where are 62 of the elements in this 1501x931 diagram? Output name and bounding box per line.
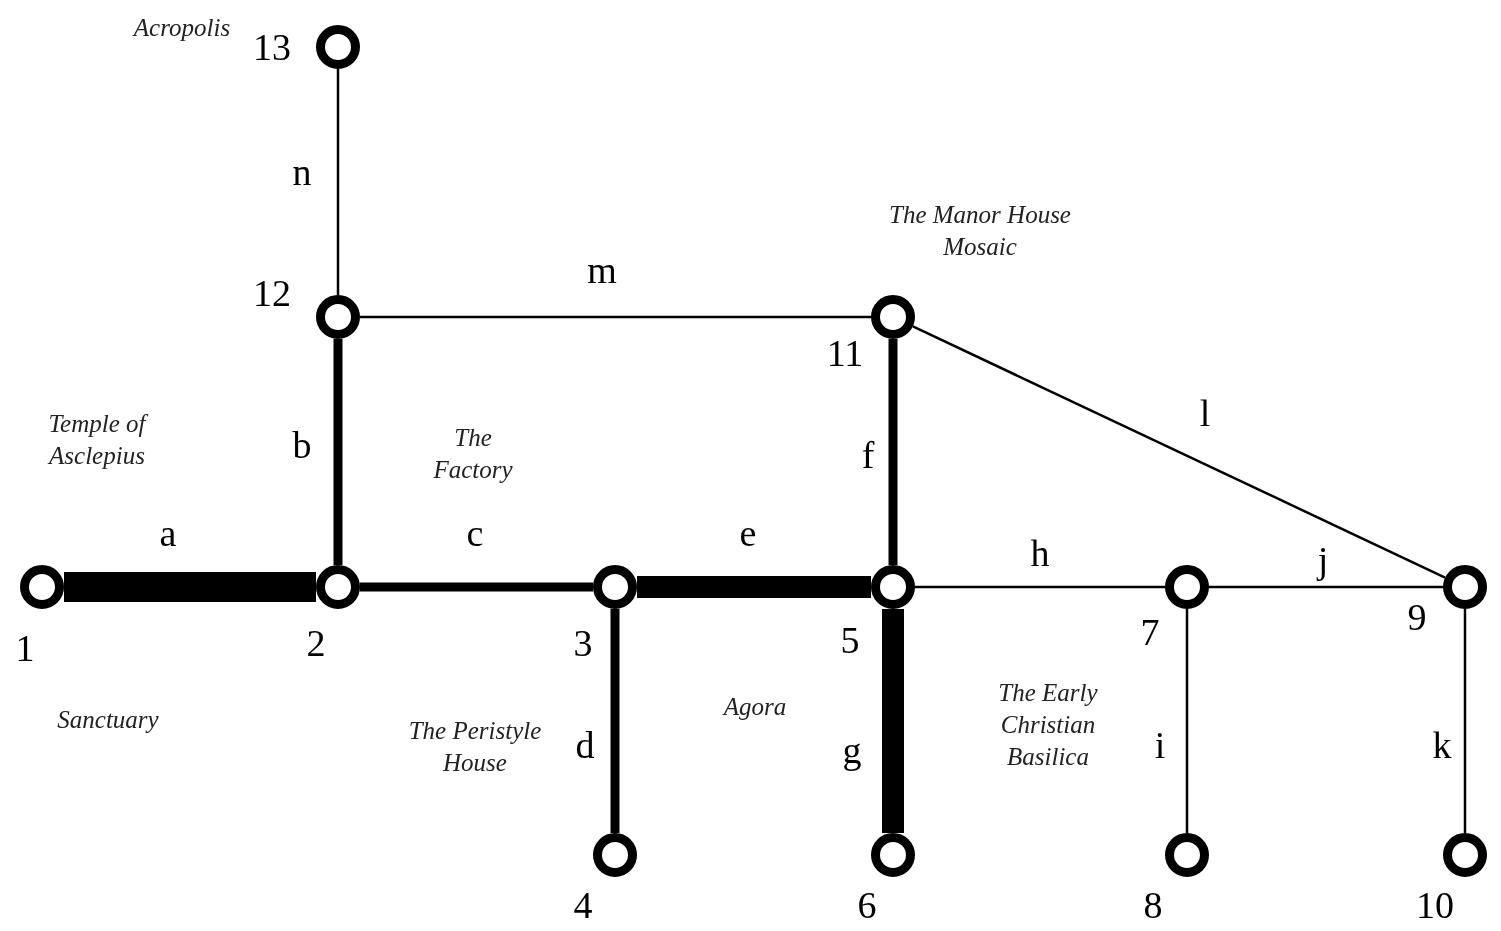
edge-label: e xyxy=(739,514,757,552)
node-number: 2 xyxy=(306,624,326,662)
edge-label: f xyxy=(861,436,875,474)
connector-line xyxy=(360,582,593,592)
node-number: 6 xyxy=(857,886,877,924)
edge-label: l xyxy=(1199,394,1211,432)
station-circle xyxy=(20,565,64,609)
node-number: 4 xyxy=(573,886,593,924)
station-circle xyxy=(593,833,637,877)
node-number: 9 xyxy=(1407,598,1427,636)
edge-label: c xyxy=(466,514,484,552)
station-circle xyxy=(593,565,637,609)
node-number: 7 xyxy=(1140,613,1160,651)
place-name: Temple of Asclepius xyxy=(12,408,182,472)
station-circle xyxy=(871,833,915,877)
station-circle xyxy=(316,25,360,69)
connector-line xyxy=(1463,609,1467,833)
edge-label: b xyxy=(292,426,312,464)
edge-label: k xyxy=(1432,726,1452,764)
connector-line xyxy=(1209,585,1443,589)
node-number: 1 xyxy=(15,629,35,667)
edge-label: h xyxy=(1030,534,1050,572)
connector-line xyxy=(64,572,316,602)
connector-line xyxy=(1185,609,1189,833)
connector-line xyxy=(637,576,871,598)
station-circle xyxy=(316,295,360,339)
connector-line xyxy=(336,69,340,295)
place-name: Sanctuary xyxy=(56,705,160,735)
edge-label: n xyxy=(292,153,312,191)
node-number: 12 xyxy=(253,274,291,312)
connector-line xyxy=(882,609,904,833)
station-circle xyxy=(1165,833,1209,877)
connector-line xyxy=(360,315,871,319)
place-name: The Peristyle House xyxy=(407,716,543,778)
node-number: 13 xyxy=(253,28,291,66)
connector-line xyxy=(912,325,1446,579)
connector-line xyxy=(888,339,898,565)
place-name: Agora xyxy=(721,692,788,722)
node-number: 11 xyxy=(826,334,864,372)
place-name: The Factory xyxy=(432,423,514,485)
place-name: Acropolis xyxy=(131,13,232,43)
station-circle xyxy=(1165,565,1209,609)
node-number: 5 xyxy=(840,621,860,659)
station-circle xyxy=(1443,833,1487,877)
edge-label: i xyxy=(1154,726,1166,764)
edge-label: j xyxy=(1317,541,1329,579)
place-name: The Early Christian Basilica xyxy=(997,678,1099,772)
edge-label: g xyxy=(842,731,862,769)
node-number: 10 xyxy=(1416,886,1454,924)
station-circle xyxy=(871,295,915,339)
edge-label: d xyxy=(575,726,595,764)
connector-line xyxy=(610,609,620,833)
connector-line xyxy=(915,585,1165,589)
node-number: 8 xyxy=(1143,886,1163,924)
station-circle xyxy=(871,565,915,609)
station-circle xyxy=(316,565,360,609)
connector-line xyxy=(333,339,343,565)
node-number: 3 xyxy=(573,624,593,662)
edge-label: m xyxy=(587,251,617,289)
place-name: The Manor House Mosaic xyxy=(888,200,1072,262)
station-circle xyxy=(1443,565,1487,609)
edge-label: a xyxy=(159,514,177,552)
